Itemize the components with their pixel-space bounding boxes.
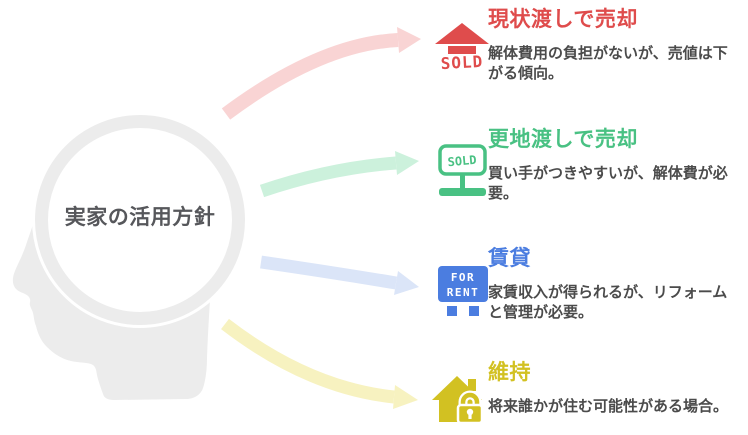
option-title: 維持 (488, 360, 531, 384)
arrow-keep (221, 318, 418, 409)
option-title: 更地渡しで売却 (488, 127, 638, 151)
skull-ring (35, 115, 245, 325)
for-rent-sign-icon: FOR RENT (438, 266, 488, 316)
option-description: 家賃収入が得られるが、リフォーム と管理が必要。 (488, 282, 743, 322)
arrow-rent (260, 255, 419, 295)
arrow-sell-as-is (221, 27, 421, 120)
option-description: 解体費用の負担がないが、売値は下 がる傾向。 (488, 43, 743, 83)
description-line: と管理が必要。 (488, 303, 594, 321)
option-sell-as-is: 現状渡しで売却 解体費用の負担がないが、売値は下 がる傾向。 (488, 6, 743, 83)
option-rent: 賃貸 家賃収入が得られるが、リフォーム と管理が必要。 (488, 245, 743, 322)
option-description: 買い手がつきやすいが、解体費が必 要。 (488, 163, 743, 203)
description-line: 将来誰かが住む可能性がある場合。 (488, 397, 729, 415)
arrow-sell-vacant (259, 151, 419, 198)
option-sell-vacant: 更地渡しで売却 買い手がつきやすいが、解体費が必 要。 (488, 126, 743, 203)
svg-text:SOLD: SOLD (440, 52, 483, 71)
option-title: 現状渡しで売却 (488, 7, 638, 31)
sold-sign-icon: SOLD (438, 144, 487, 196)
description-line: 家賃収入が得られるが、リフォーム (488, 283, 728, 301)
head-topic-label: 実家の活用方針 (64, 205, 216, 229)
description-line: 要。 (488, 184, 519, 202)
svg-text:SOLD: SOLD (447, 153, 477, 169)
lock-icon (456, 390, 484, 425)
description-line: がる傾向。 (488, 64, 564, 82)
locked-house-icon (432, 376, 484, 425)
sold-house-icon: SOLD (435, 23, 489, 71)
description-line: 解体費用の負担がないが、売値は下 (488, 44, 728, 62)
svg-text:RENT: RENT (447, 286, 480, 299)
description-line: 買い手がつきやすいが、解体費が必 (488, 164, 728, 182)
svg-text:FOR: FOR (451, 271, 475, 284)
option-title: 賃貸 (488, 246, 531, 270)
option-description: 将来誰かが住む可能性がある場合。 (488, 396, 743, 416)
option-keep: 維持 将来誰かが住む可能性がある場合。 (488, 359, 743, 416)
